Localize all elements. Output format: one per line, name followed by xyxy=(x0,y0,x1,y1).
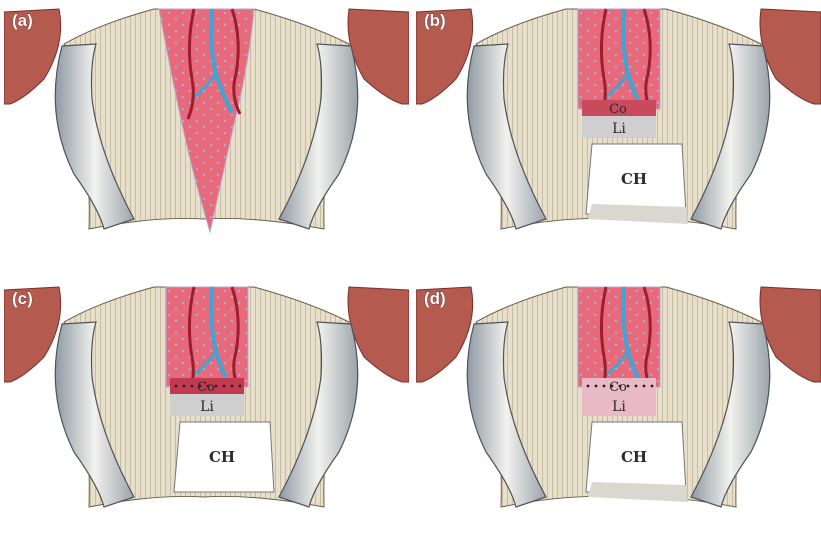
ch-base xyxy=(588,482,688,502)
panel-letter: (a) xyxy=(12,11,33,30)
co-dot xyxy=(239,385,242,388)
label-co: Co xyxy=(609,380,627,395)
co-dot xyxy=(191,385,194,388)
co-dot xyxy=(595,385,598,388)
label-ch: CH xyxy=(621,448,647,466)
label-li: Li xyxy=(612,121,626,137)
co-dot xyxy=(215,385,218,388)
panel-a-drawing: (a) xyxy=(4,4,409,269)
label-li: Li xyxy=(612,399,626,415)
co-dot xyxy=(643,385,646,388)
ch-base xyxy=(588,204,688,224)
panel-letter: (d) xyxy=(424,289,446,308)
co-dot xyxy=(635,385,638,388)
co-dot xyxy=(587,385,590,388)
label-ch: CH xyxy=(209,448,235,466)
co-dot xyxy=(175,385,178,388)
label-ch: CH xyxy=(621,170,647,188)
co-dot xyxy=(231,385,234,388)
label-co: Co xyxy=(609,102,627,117)
panel-letter: (c) xyxy=(12,289,33,308)
label-co: Co xyxy=(197,380,215,395)
panel-a: (a) xyxy=(4,4,409,269)
co-dot xyxy=(223,385,226,388)
co-dot xyxy=(651,385,654,388)
co-dot xyxy=(627,385,630,388)
co-dot xyxy=(183,385,186,388)
label-li: Li xyxy=(200,399,214,415)
co-dot xyxy=(603,385,606,388)
panel-letter: (b) xyxy=(424,11,446,30)
